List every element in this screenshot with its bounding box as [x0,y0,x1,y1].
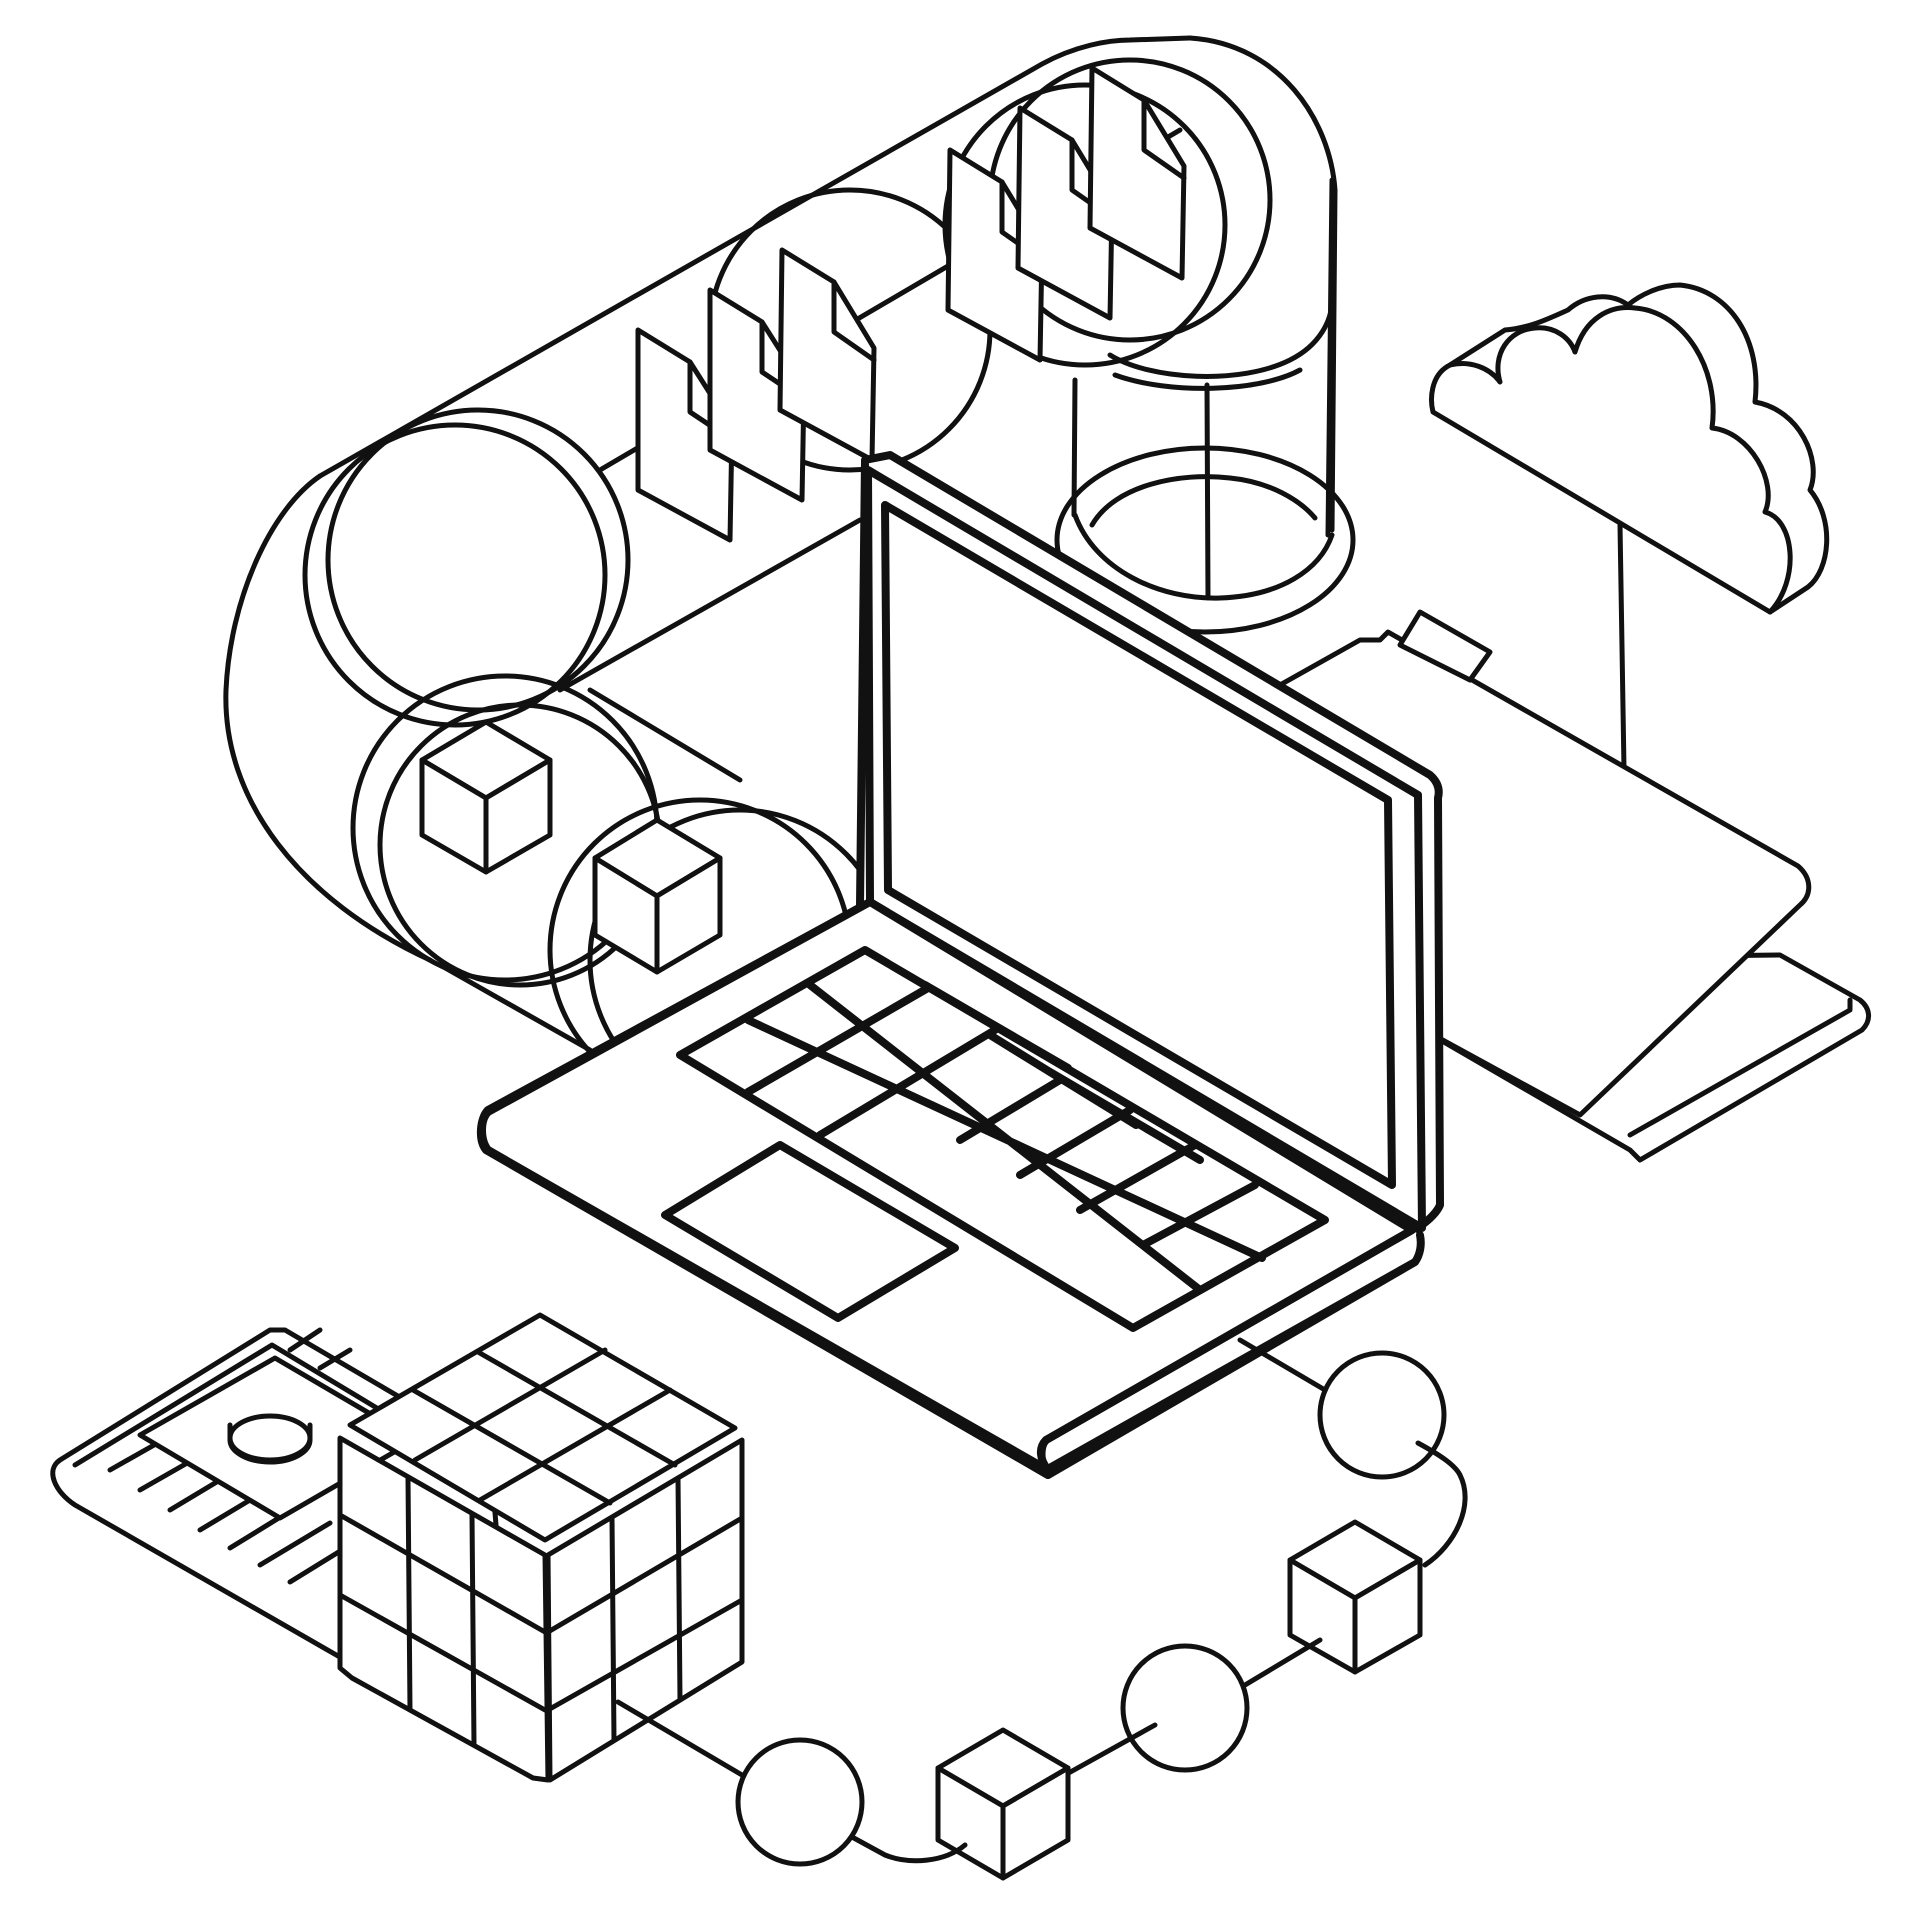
belt-line-3 [437,962,593,1053]
cylinder-axis [1204,382,1211,601]
tablet-base-edge [1627,997,1853,1138]
card-coin [227,1413,313,1465]
chain-link-6 [615,1699,745,1778]
cylinder-right-wall [1325,177,1335,538]
chain-link-2 [1415,1440,1468,1568]
file-6 [1087,65,1187,281]
laptop-icon [477,451,1444,1479]
chain-node-3 [735,1737,865,1867]
file-5 [1015,105,1115,321]
left-roller [325,407,631,713]
cube-right-grid [545,1475,745,1743]
laptop-screen [864,466,1426,1232]
chain-link-3 [1237,1637,1323,1691]
belt-outer-top [317,35,1193,479]
cylinder-ring-inner [1089,474,1318,528]
belt-line-2 [587,687,743,783]
laptop-keyboard[interactable] [676,946,1329,1332]
keyboard-outline [676,946,1329,1332]
cube-left [337,1435,551,1783]
conveyor-belt-icon [223,35,1338,1113]
keyboard-cols [921,981,1204,1164]
laptop-trackpad[interactable] [661,1141,959,1322]
file-2 [707,287,807,503]
laptop-deck [478,898,1416,1474]
belt-outer-left [223,473,433,963]
file-3 [777,247,877,463]
chain-node-1 [1317,1350,1447,1480]
laptop-screen-display [881,501,1396,1189]
file-1 [635,327,735,543]
cloud-icon [1429,282,1830,833]
keyboard-rows [744,981,1266,1294]
left-roller-rim [302,422,608,728]
chain-link-4 [1062,1722,1158,1778]
file-document-icon [635,65,1187,543]
cylinder-bottom-arc [1072,512,1335,601]
card-stripes [107,1327,353,1585]
chain-link-1 [1237,1337,1328,1393]
cube-left-grid [337,1475,548,1748]
database-cylinder-icon [1054,177,1356,635]
belt-line-1 [557,517,863,693]
cylinder-left-wall [1071,377,1078,518]
cloud-outline [1429,282,1830,615]
clipboard-clip [1397,609,1493,683]
chain-link-5 [827,1822,968,1864]
laptop-front-bevel [484,1146,1052,1479]
chain-block-1 [1287,1519,1423,1675]
chain-node-2 [1120,1643,1250,1773]
cube-top-grid [410,1347,678,1506]
blockchain-chain-icon [615,1337,1468,1881]
rubiks-cube-icon [337,1312,745,1783]
belt-box-1 [419,719,553,875]
belt-outer-right-end [1187,35,1338,533]
cloud-front-lobes [1447,305,1793,615]
belt-box-2 [592,817,723,975]
file-4 [945,147,1045,363]
cylinder-bands [1107,297,1335,391]
chain-block-2 [935,1727,1071,1881]
